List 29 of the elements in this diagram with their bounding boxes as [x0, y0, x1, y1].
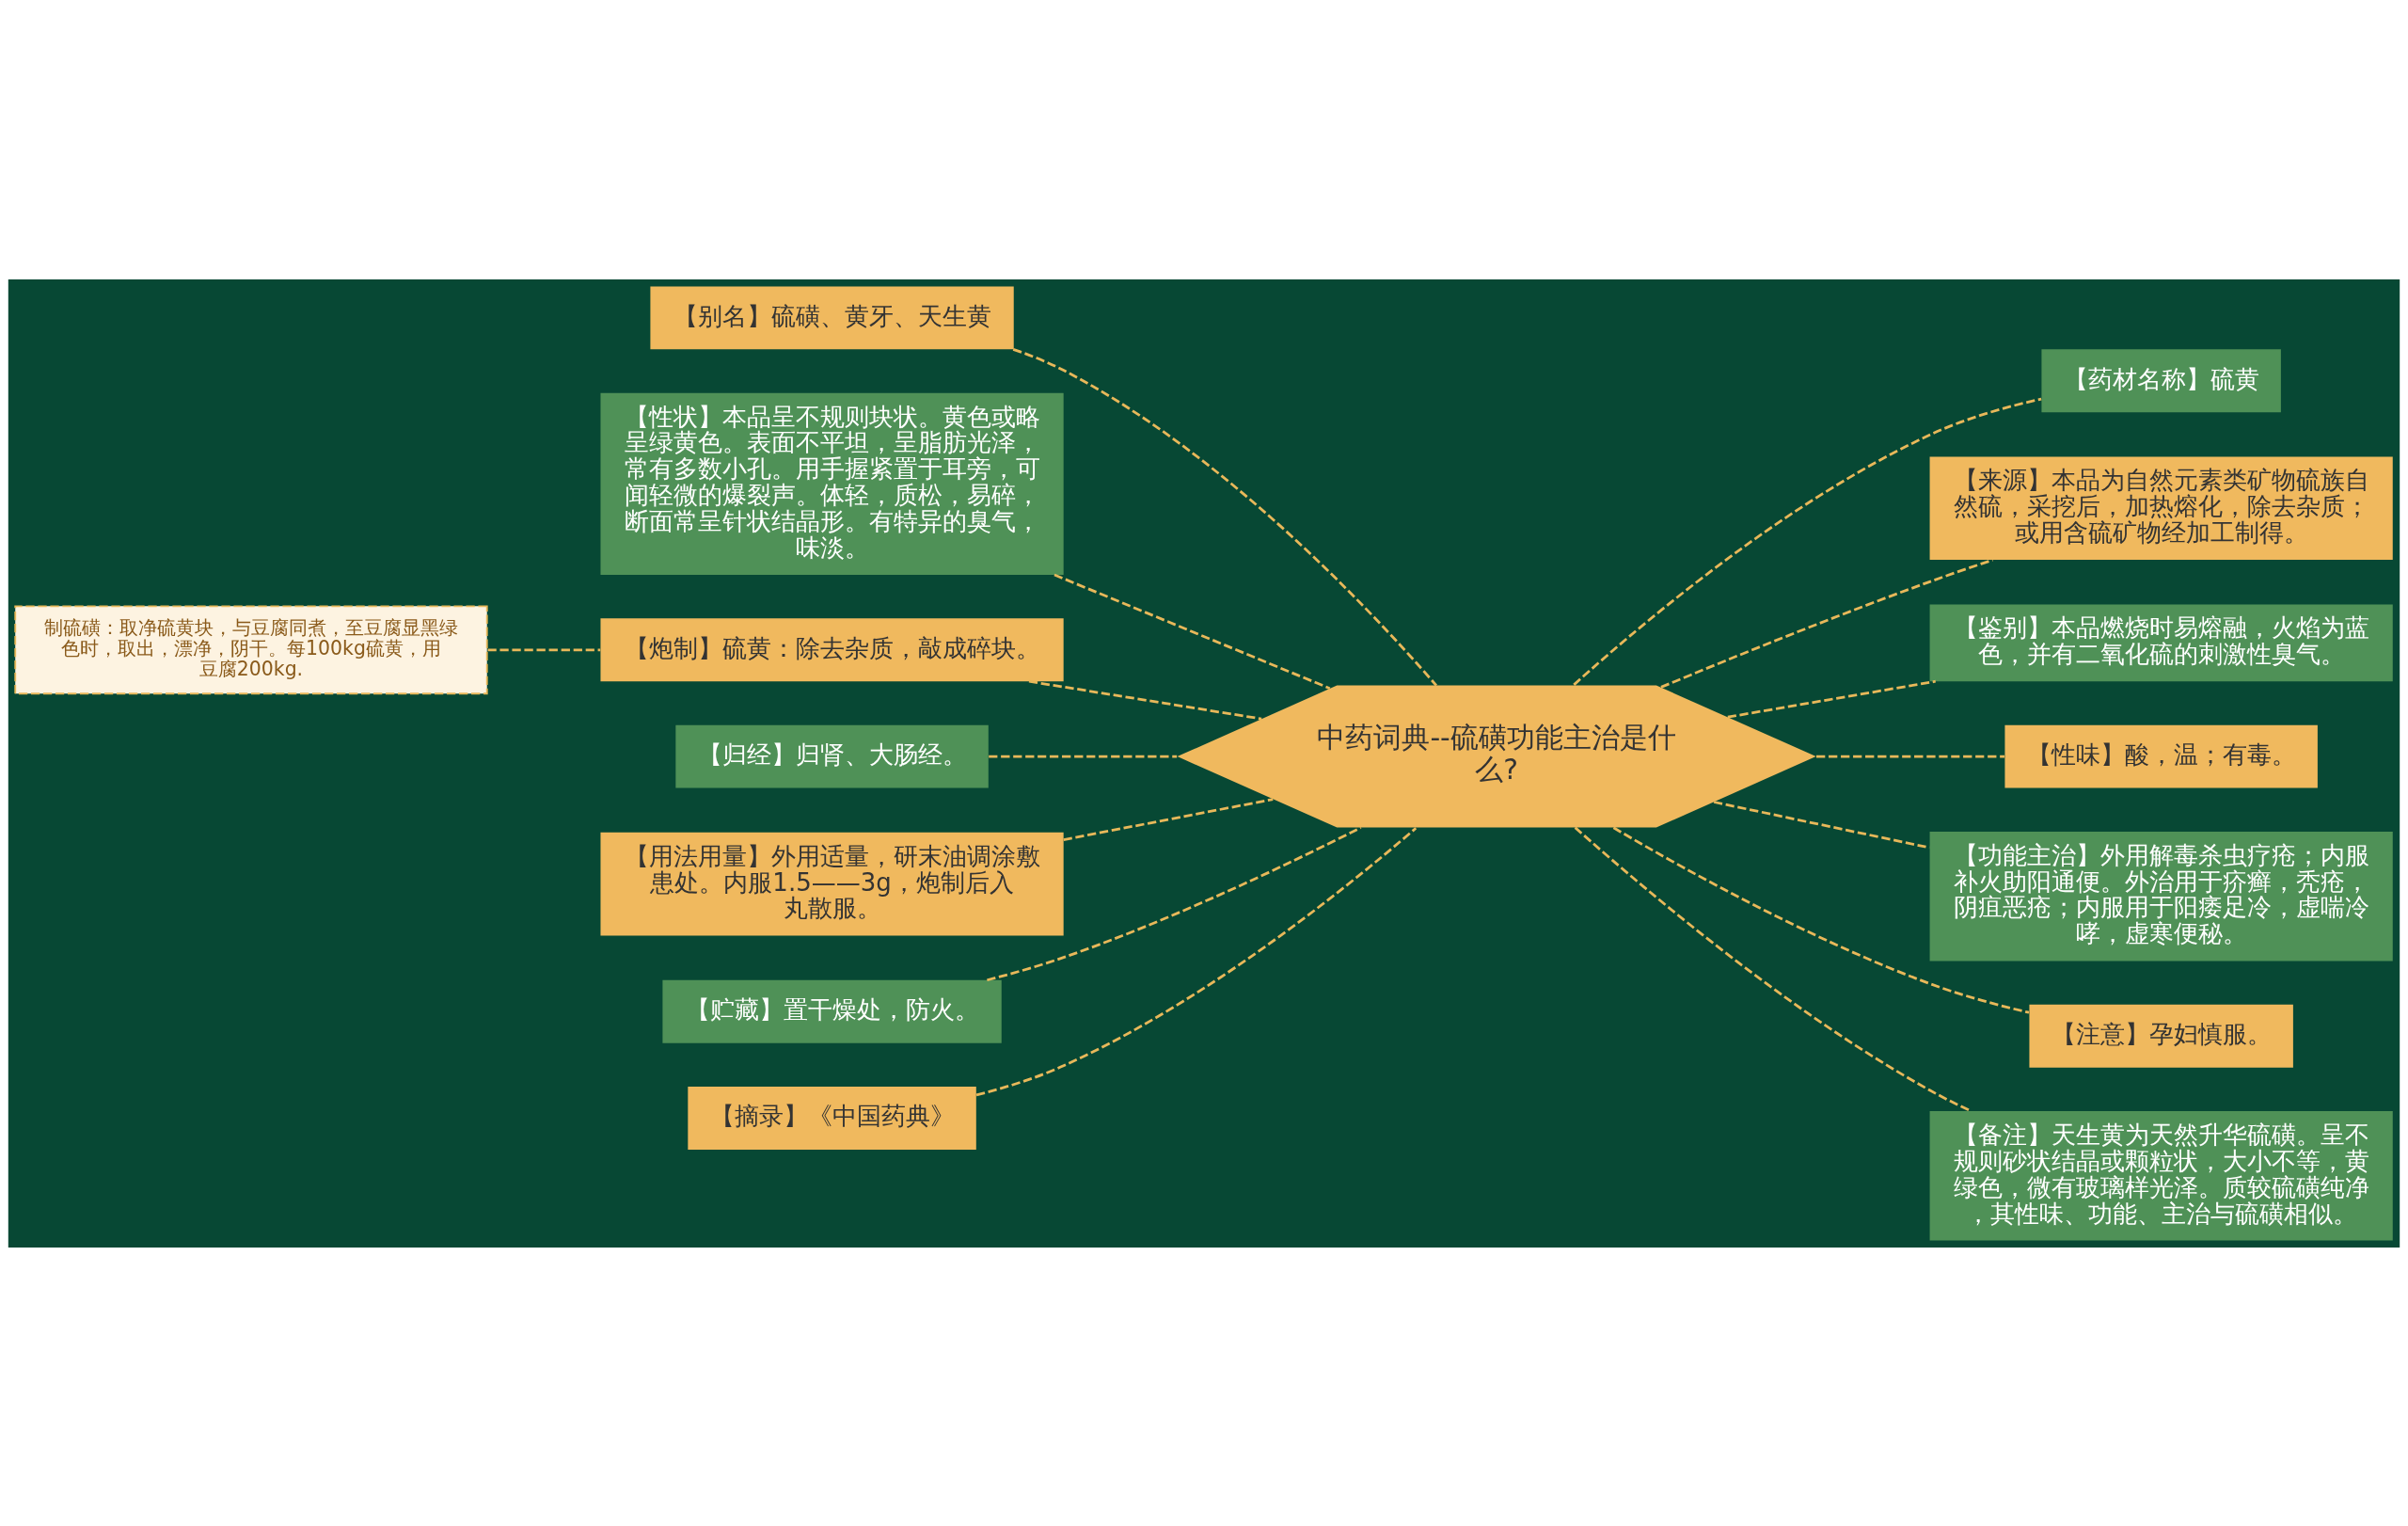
connector	[1574, 826, 1972, 1112]
connector	[987, 825, 1362, 981]
connector	[1660, 558, 1993, 689]
connector	[975, 826, 1418, 1096]
node-box: 【功能主治】外用解毒杀虫疗疮；内服补火助阳通便。外治用于疥癣，秃疮，阴疽恶疮；内服用于阳痿足冷，虚喘冷哮，虚寒便秘。	[1929, 831, 2393, 961]
node-box: 【贮藏】置干燥处，防火。	[662, 979, 1002, 1043]
connector	[1063, 797, 1274, 841]
connector	[1012, 347, 1437, 686]
node-box: 【性味】酸，温；有毒。	[2004, 724, 2318, 787]
node-box: 【用法用量】外用适量，研末油调涂敷患处。内服1.5——3g，炮制后入丸散服。	[600, 832, 1064, 935]
connector	[1573, 397, 2042, 686]
node-box: 【别名】硫磺、黄牙、天生黄	[650, 285, 1014, 349]
node-box: 【性状】本品呈不规则块状。黄色或略呈绿黄色。表面不平坦，呈脂肪光泽，常有多数小孔。用手握紧置于耳旁，可闻轻微的爆裂声。体轻，质松，易碎，断面常呈针状结晶形。有特异的臭气，味淡。	[600, 392, 1064, 575]
connector	[1816, 755, 2005, 757]
node-box: 【备注】天生黄为天然升华硫磺。呈不规则砂状结晶或颗粒状，大小不等，黄绿色，微有玻璃样光泽。质较硫磺纯净，其性味、功能、主治与硫磺相似。	[1929, 1110, 2393, 1241]
node-box: 【摘录】《中国药典》	[688, 1086, 976, 1150]
node-box: 【鉴别】本品燃烧时易熔融，火焰为蓝色，并有二氧化硫的刺激性臭气。	[1929, 604, 2393, 681]
node-box: 【来源】本品为自然元素类矿物硫族自然硫，采挖后，加热熔化，除去杂质；或用含硫矿物经加工制得。	[1929, 456, 2393, 560]
connector	[1054, 573, 1331, 690]
node-box: 【炮制】硫黄：除去杂质，敲成碎块。	[600, 617, 1064, 681]
connector	[1727, 679, 1936, 719]
connector	[1028, 679, 1262, 720]
connector	[487, 647, 601, 651]
connector	[1612, 826, 2030, 1014]
node-box: 【归经】归肾、大肠经。	[675, 724, 989, 787]
connector	[989, 755, 1178, 757]
node-box: 【注意】孕妇慎服。	[2029, 1004, 2293, 1068]
node-box: 制硫磺：取净硫黄块，与豆腐同煮，至豆腐显黑绿色时，取出，漂净，阴干。每100kg硫黄，用豆腐200kg.	[14, 604, 488, 694]
node-box: 【药材名称】硫黄	[2041, 348, 2281, 412]
